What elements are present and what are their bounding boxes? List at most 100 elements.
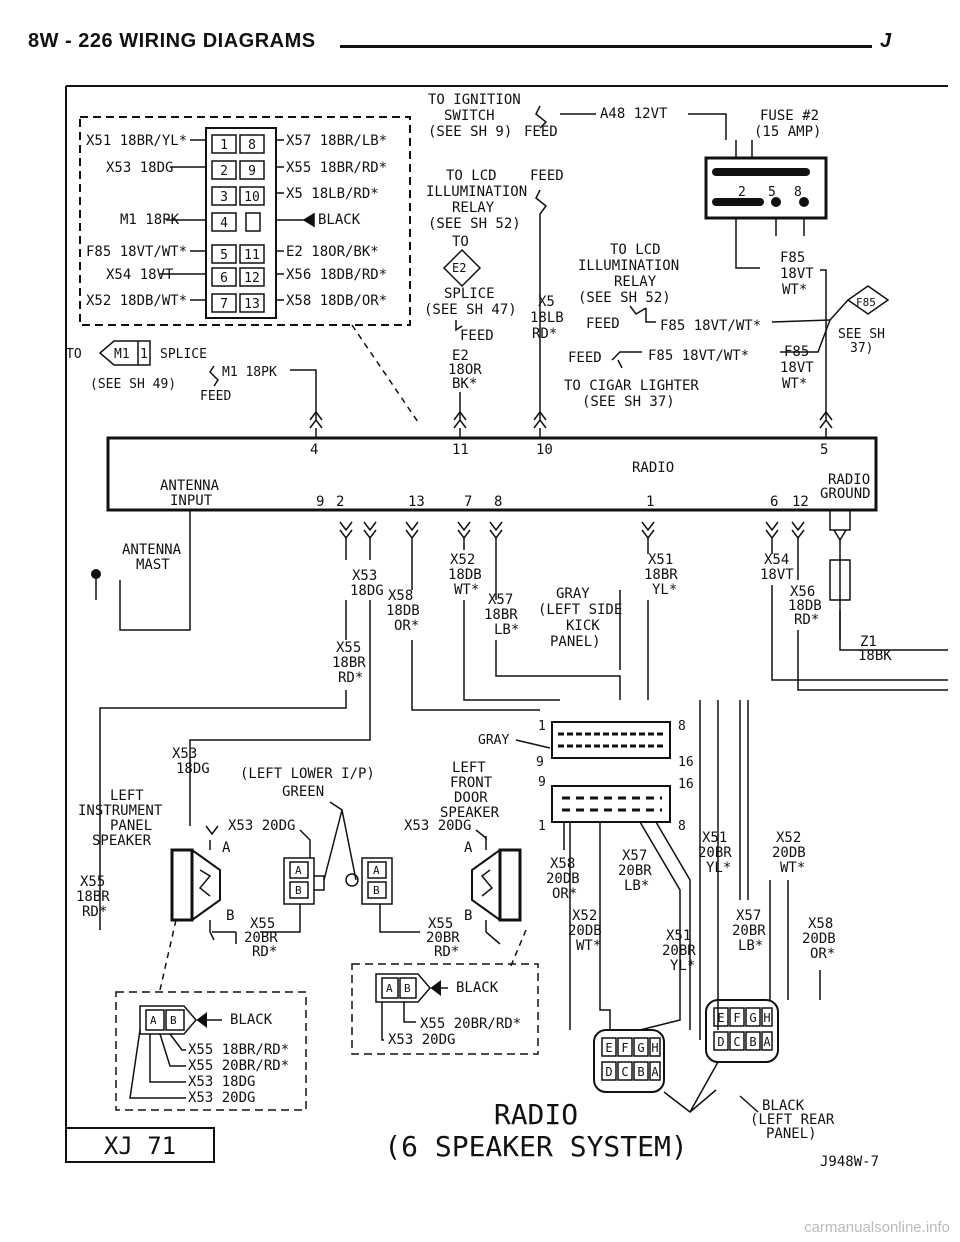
page-header-code: J bbox=[880, 30, 892, 52]
svg-text:X53 20DG: X53 20DG bbox=[188, 1090, 255, 1106]
svg-text:ANTENNA: ANTENNA bbox=[122, 542, 182, 558]
pin-letter: A bbox=[464, 840, 473, 856]
radio-unit bbox=[106, 436, 878, 512]
svg-text:LEFT: LEFT bbox=[452, 760, 486, 776]
svg-text:F85 18VT/WT*: F85 18VT/WT* bbox=[648, 348, 749, 364]
svg-text:1: 1 bbox=[140, 347, 148, 362]
wire-label: X51 bbox=[702, 830, 727, 846]
fuse-block: FUSE #2 (15 AMP) 2 5 8 bbox=[704, 108, 828, 269]
ground-symbol bbox=[829, 510, 851, 542]
wire-label: X54 18VT bbox=[106, 267, 174, 283]
radio-connector-body bbox=[205, 127, 277, 319]
wire-label: X55 bbox=[428, 916, 453, 932]
pin-number: 5 bbox=[220, 248, 228, 263]
wire-label: X5 18LB/RD* bbox=[286, 186, 379, 202]
pin-number: 11 bbox=[244, 248, 260, 263]
wire-label: YL* bbox=[652, 582, 677, 598]
pin-number: 1 bbox=[220, 138, 228, 153]
svg-text:37): 37) bbox=[850, 341, 873, 356]
svg-text:(SEE SH 9): (SEE SH 9) bbox=[428, 124, 512, 140]
pin-number: 6 bbox=[770, 494, 778, 510]
wire-label: OR* bbox=[394, 618, 419, 634]
page-header-title: 8W - 226 WIRING DIAGRAMS bbox=[28, 30, 316, 52]
wire-label: E2 18OR/BK* bbox=[286, 244, 379, 260]
figure-id: J948W-7 bbox=[820, 1154, 879, 1170]
pin-letter: B bbox=[226, 908, 234, 924]
svg-text:18DG: 18DG bbox=[176, 761, 210, 777]
diagram-title: RADIO (6 SPEAKER SYSTEM) bbox=[384, 1098, 687, 1163]
wire-label: X56 bbox=[790, 584, 815, 600]
pin-number: 8 bbox=[248, 138, 256, 153]
svg-text:GREEN: GREEN bbox=[282, 784, 324, 800]
svg-text:B: B bbox=[404, 982, 411, 995]
wire-label: RD* bbox=[434, 944, 459, 960]
wire-label: 20DB bbox=[568, 923, 602, 939]
wire-label: X53 20DG bbox=[404, 818, 471, 834]
svg-text:18VT: 18VT bbox=[780, 360, 814, 376]
wire-label: WT* bbox=[780, 860, 805, 876]
wire-label: 18BR bbox=[484, 607, 518, 623]
rear-connector-right: E F G H D C B A bbox=[705, 999, 779, 1063]
wire-label: X57 bbox=[622, 848, 647, 864]
rear-connector-left: E F G H D C B A bbox=[593, 1029, 665, 1093]
svg-text:TO IGNITION: TO IGNITION bbox=[428, 92, 521, 108]
svg-text:B: B bbox=[637, 1065, 644, 1079]
svg-text:SPLICE: SPLICE bbox=[160, 347, 207, 362]
svg-text:X53: X53 bbox=[172, 746, 197, 762]
svg-text:E2: E2 bbox=[452, 348, 469, 364]
wire-label: 18VT bbox=[760, 567, 794, 583]
svg-text:16: 16 bbox=[678, 777, 694, 792]
pin-number: 2 bbox=[336, 494, 344, 510]
f85-right-label: F85 18VT WT* bbox=[780, 344, 814, 392]
x5-feed-line bbox=[535, 189, 548, 420]
pin-number: 7 bbox=[220, 297, 228, 312]
svg-text:X55 20BR/RD*: X55 20BR/RD* bbox=[188, 1058, 289, 1074]
svg-text:RELAY: RELAY bbox=[614, 274, 657, 290]
svg-text:ILLUMINATION: ILLUMINATION bbox=[578, 258, 679, 274]
f85-top-label: F85 18VT WT* bbox=[780, 250, 814, 298]
svg-text:FEED: FEED bbox=[530, 168, 564, 184]
svg-text:INSTRUMENT: INSTRUMENT bbox=[78, 803, 163, 819]
svg-text:FEED: FEED bbox=[568, 350, 602, 366]
wire-label: X57 bbox=[736, 908, 761, 924]
left-speaker bbox=[170, 825, 236, 941]
wire-label: X53 20DG bbox=[228, 818, 295, 834]
ab-connector-left: A B bbox=[283, 857, 325, 905]
wire-label: 20BR bbox=[426, 930, 460, 946]
wire-label: 18DB bbox=[386, 603, 420, 619]
svg-text:BLACK: BLACK bbox=[762, 1098, 805, 1114]
x5-wire-label: X5 18LB RD* bbox=[530, 294, 564, 342]
svg-text:TO: TO bbox=[452, 234, 469, 250]
pin-number: 13 bbox=[244, 297, 260, 312]
svg-text:ILLUMINATION: ILLUMINATION bbox=[426, 184, 527, 200]
svg-text:WT*: WT* bbox=[782, 376, 807, 392]
svg-text:C: C bbox=[621, 1065, 628, 1079]
svg-text:MAST: MAST bbox=[136, 557, 170, 573]
wire-label: Z1 bbox=[860, 634, 877, 650]
svg-text:8: 8 bbox=[794, 185, 802, 200]
wire-label: X58 bbox=[550, 856, 575, 872]
svg-text:RADIO: RADIO bbox=[494, 1098, 578, 1131]
svg-text:A: A bbox=[763, 1035, 771, 1049]
wire-label: X55 bbox=[80, 874, 105, 890]
pin-number: 12 bbox=[792, 494, 809, 510]
leader-dashed bbox=[351, 324, 421, 426]
svg-text:H: H bbox=[763, 1011, 770, 1025]
radio-ground-label: RADIO bbox=[828, 472, 870, 488]
pin-number: 6 bbox=[220, 271, 228, 286]
pin-letter: B bbox=[464, 908, 472, 924]
svg-text:E: E bbox=[717, 1011, 724, 1025]
svg-text:(LEFT REAR: (LEFT REAR bbox=[750, 1112, 835, 1128]
m1-splice: TO M1 1 SPLICE (SEE SH 49) M1 18PK FEED bbox=[66, 340, 317, 420]
wire-label: 20BR bbox=[698, 845, 732, 861]
wire-label: WT* bbox=[454, 582, 479, 598]
svg-text:TO LCD: TO LCD bbox=[610, 242, 661, 258]
wire-label: OR* bbox=[810, 946, 835, 962]
xj-box bbox=[65, 1127, 215, 1163]
svg-text:PANEL): PANEL) bbox=[766, 1126, 817, 1142]
wire-label: OR* bbox=[552, 886, 577, 902]
svg-text:PANEL: PANEL bbox=[110, 818, 152, 834]
svg-text:(SEE SH 37): (SEE SH 37) bbox=[582, 394, 675, 410]
black-connector-mid-box bbox=[351, 963, 539, 1055]
